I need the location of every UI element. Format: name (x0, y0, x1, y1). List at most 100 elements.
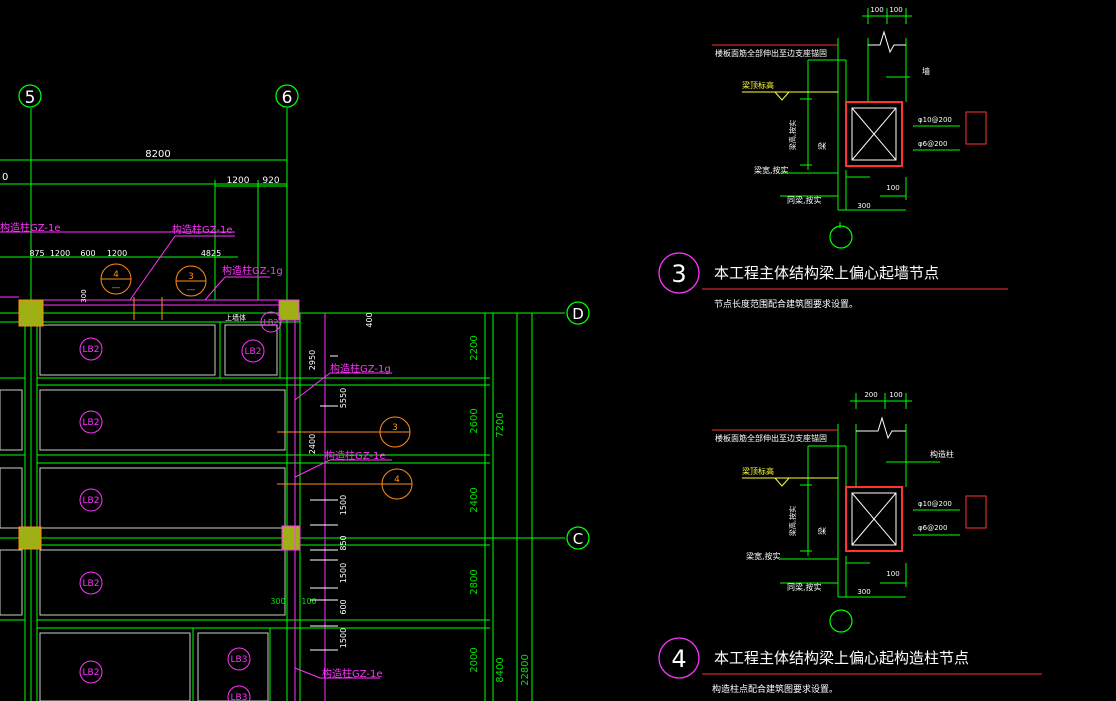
detail-3-top-note: 楼板面筋全部伸出至边支座锚固 (715, 48, 827, 58)
section-mark-c-num: 3 (392, 423, 398, 433)
dim-r2000: 2000 (469, 647, 480, 672)
detail-4-beam-top: 梁顶标高 (742, 466, 774, 476)
dim-1500c: 1500 (339, 628, 348, 648)
dim-300-vertical: 300 (80, 289, 88, 302)
detail-4: 200 100 楼板面筋全部伸出至边支座锚固 构造柱 梁顶标高 梁高,按实 梁 … (658, 391, 1042, 695)
dim-r22800: 22800 (520, 654, 531, 686)
label-gz1e-a: 构造柱GZ-1e (0, 221, 61, 234)
detail-3-number: 3 (671, 260, 686, 288)
label-gz1g-a: 构造柱GZ-1g (222, 264, 283, 277)
slab-tag-1: LB2 (83, 345, 100, 355)
dim-r2400: 2400 (469, 487, 480, 512)
dim-920: 920 (262, 176, 279, 186)
detail-3-bar1: φ10@200 (918, 116, 952, 124)
dim-r2800: 2800 (469, 569, 480, 594)
slab-tag-6: LB2 (83, 579, 100, 589)
red-marker-4 (965, 495, 987, 529)
slab-tag-circles (79, 311, 282, 701)
elevation-mark-3 (774, 91, 790, 101)
detail-3-number-circle (658, 252, 700, 294)
floor-plan: 5 6 D C 8200 0 1200 920 875 1200 600 120… (0, 84, 590, 701)
section-mark-b-sub: — (187, 285, 196, 295)
dim-left-edge: 0 (2, 172, 8, 183)
detail-3-dim-100a: 100 (870, 6, 883, 14)
detail-4-bar2: φ6@200 (918, 524, 947, 532)
section-mark-a-num: 4 (113, 270, 119, 280)
elevation-mark-4 (774, 477, 790, 487)
dim-875: 875 (29, 249, 44, 258)
dim-400: 400 (365, 312, 374, 327)
axis-bubbles (18, 84, 590, 550)
label-gz1g-b: 构造柱GZ-1g (330, 362, 391, 375)
label-gz1e-d: 构造柱GZ-1e (322, 667, 383, 680)
slab-tag-7: LB2 (83, 668, 100, 678)
break-line-4 (856, 416, 906, 440)
dim-850: 850 (339, 535, 348, 550)
section-mark-b-num: 3 (188, 272, 194, 282)
detail-4-dim-100b: 100 (889, 391, 902, 399)
beam-lines (0, 231, 392, 701)
detail-3-dim-100b: 100 (889, 6, 902, 14)
small-wall-note: 上墙体 (225, 313, 246, 322)
dim-300-horizontal: 300 (270, 597, 285, 606)
dim-2950: 2950 (308, 350, 317, 370)
detail-4-top-note: 楼板面筋全部伸出至边支座锚固 (715, 433, 827, 443)
detail-3-lines (780, 8, 960, 228)
red-marker-3 (965, 111, 987, 145)
detail-3-beam-width: 梁宽,按实 (754, 165, 789, 175)
detail-3-note: 节点长度范围配合建筑图要求设置。 (714, 298, 858, 310)
grid-lines (0, 108, 565, 701)
detail-4-bar1: φ10@200 (918, 500, 952, 508)
dim-5550: 5550 (339, 388, 348, 408)
axis-6-label: 6 (282, 88, 293, 108)
dim-r2600: 2600 (469, 408, 480, 433)
dim-2400: 2400 (308, 434, 317, 454)
dim-span-56: 8200 (145, 149, 170, 160)
detail-3-width-note: 同梁,按实 (787, 195, 822, 205)
slab-tag-2: LB2 (245, 347, 262, 357)
tick-marks (310, 355, 338, 651)
detail-4-beam-width: 梁宽,按实 (746, 551, 781, 561)
detail-4-column: 构造柱 (930, 449, 954, 459)
detail-3-dim-300: 300 (857, 202, 870, 210)
dim-100-horizontal: 100 (301, 597, 316, 606)
columns (18, 299, 301, 551)
dim-4825: 4825 (201, 249, 221, 258)
slab-tag-8: LB3 (231, 655, 248, 665)
beam-section-3 (845, 101, 903, 167)
label-gz1e-b: 构造柱GZ-1e (172, 223, 233, 236)
detail-3: 100 100 楼板面筋全部伸出至边支座锚固 墙 梁顶标高 梁高,按实 梁 φ1… (658, 6, 1008, 310)
label-gz1e-c: 构造柱GZ-1e (325, 449, 386, 462)
dim-1200c: 1200 (107, 249, 127, 258)
slab-tag-4: LB2 (83, 418, 100, 428)
axis-d-label: D (572, 305, 584, 323)
detail-4-dim-200: 200 (864, 391, 877, 399)
detail-4-dim-300: 300 (857, 588, 870, 596)
room-panels (0, 324, 286, 701)
dim-600b: 600 (339, 599, 348, 614)
detail-4-beam-height: 梁高,按实 (788, 506, 797, 536)
detail-4-dim-100c: 100 (886, 570, 899, 578)
dim-1200b: 1200 (50, 249, 70, 258)
detail-4-number-circle (658, 637, 700, 679)
dim-r2200: 2200 (469, 335, 480, 360)
section-mark-a-sub: — (112, 283, 121, 293)
detail-3-title: 本工程主体结构梁上偏心起墙节点 (714, 264, 939, 282)
axis-c-label: C (573, 530, 583, 548)
detail-4-anchor-circle (829, 609, 853, 633)
detail-3-anchor-circle (829, 225, 853, 249)
beam-cage-3 (851, 107, 897, 161)
section-marks (100, 263, 413, 500)
detail-3-wall: 墙 (922, 66, 930, 76)
dim-r8400: 8400 (495, 657, 506, 682)
beam-cross-3b (851, 107, 897, 161)
detail-4-beam: 梁 (818, 527, 827, 535)
dim-600: 600 (80, 249, 95, 258)
dim-1500a: 1500 (339, 495, 348, 515)
detail-4-title: 本工程主体结构梁上偏心起构造柱节点 (714, 649, 969, 667)
beam-section-4 (845, 486, 903, 552)
detail-3-dim-100c: 100 (886, 184, 899, 192)
detail-4-number: 4 (671, 645, 686, 673)
detail-4-lines (780, 393, 960, 598)
